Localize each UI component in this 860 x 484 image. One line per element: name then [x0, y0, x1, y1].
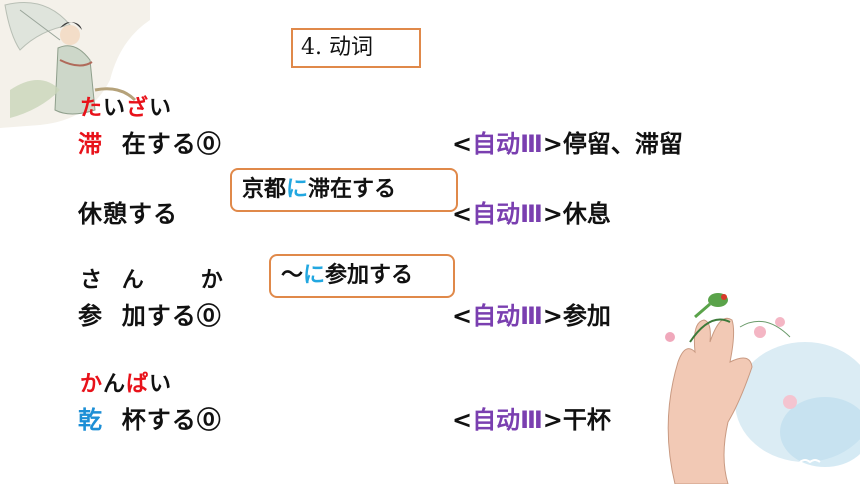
- callout-particle: に: [286, 177, 309, 202]
- example-callout-kyoto: 京都に滞在する: [230, 168, 458, 212]
- callout-text: 滞在する: [308, 177, 397, 202]
- vocab-word: 休憩する: [78, 194, 178, 229]
- furigana-kana: ん: [121, 268, 145, 293]
- tag-bracket: >: [542, 302, 563, 330]
- callout-particle: に: [303, 263, 326, 288]
- furigana-kana: い: [149, 96, 173, 121]
- callout-text: 京都: [242, 177, 287, 202]
- word-class-tag: 自动Ⅲ: [472, 406, 543, 434]
- tag-bracket: <: [452, 200, 473, 228]
- word-class-and-meaning: <自动Ⅲ>参加: [452, 296, 611, 331]
- furigana-kana: か: [200, 268, 224, 293]
- furigana-kana: か: [80, 372, 104, 397]
- example-callout-participate: ～に参加する: [269, 254, 455, 298]
- meaning: 休息: [562, 200, 611, 228]
- meaning: 参加: [562, 302, 611, 330]
- vocab-text: 休憩する: [78, 200, 178, 228]
- furigana-kana: ぱ: [126, 372, 150, 397]
- furigana-kana: い: [103, 96, 127, 121]
- callout-text: 参加する: [325, 263, 414, 288]
- vocab-rest: 杯する⓪: [121, 406, 222, 434]
- furigana-kana: ん: [103, 372, 127, 397]
- tag-bracket: <: [452, 406, 473, 434]
- meaning: 停留、滞留: [562, 130, 683, 158]
- furigana-kana: い: [149, 372, 173, 397]
- vocab-kanji: 参: [78, 302, 103, 330]
- furigana: さ ん か: [80, 262, 224, 294]
- vocab-word: 参 加する⓪: [78, 296, 222, 331]
- bird-on-hand-floral-illustration: [665, 293, 860, 484]
- word-class-and-meaning: <自动Ⅲ>停留、滞留: [452, 124, 683, 159]
- vocab-kanji: 乾: [78, 406, 103, 434]
- furigana-kana: ざ: [126, 96, 150, 121]
- furigana: たいざい: [80, 90, 172, 122]
- tag-bracket: >: [542, 130, 563, 158]
- vocab-word: 乾 杯する⓪: [78, 400, 222, 435]
- section-title: 4. 动词: [291, 28, 421, 68]
- word-class-tag: 自动Ⅲ: [472, 302, 543, 330]
- callout-text: ～: [281, 263, 304, 288]
- tag-bracket: <: [452, 302, 473, 330]
- vocab-word: 滞 在する⓪: [78, 124, 222, 159]
- furigana-kana: さ: [80, 268, 104, 293]
- furigana-kana: た: [80, 96, 104, 121]
- vocab-kanji: 滞: [78, 130, 103, 158]
- tag-bracket: <: [452, 130, 473, 158]
- meaning: 干杯: [562, 406, 611, 434]
- tag-bracket: >: [542, 200, 563, 228]
- vocab-rest: 在する⓪: [121, 130, 222, 158]
- word-class-and-meaning: <自动Ⅲ>干杯: [452, 400, 611, 435]
- furigana: かんぱい: [80, 366, 172, 398]
- word-class-tag: 自动Ⅲ: [472, 200, 543, 228]
- word-class-and-meaning: <自动Ⅲ>休息: [452, 194, 611, 229]
- word-class-tag: 自动Ⅲ: [472, 130, 543, 158]
- vocab-rest: 加する⓪: [121, 302, 222, 330]
- tag-bracket: >: [542, 406, 563, 434]
